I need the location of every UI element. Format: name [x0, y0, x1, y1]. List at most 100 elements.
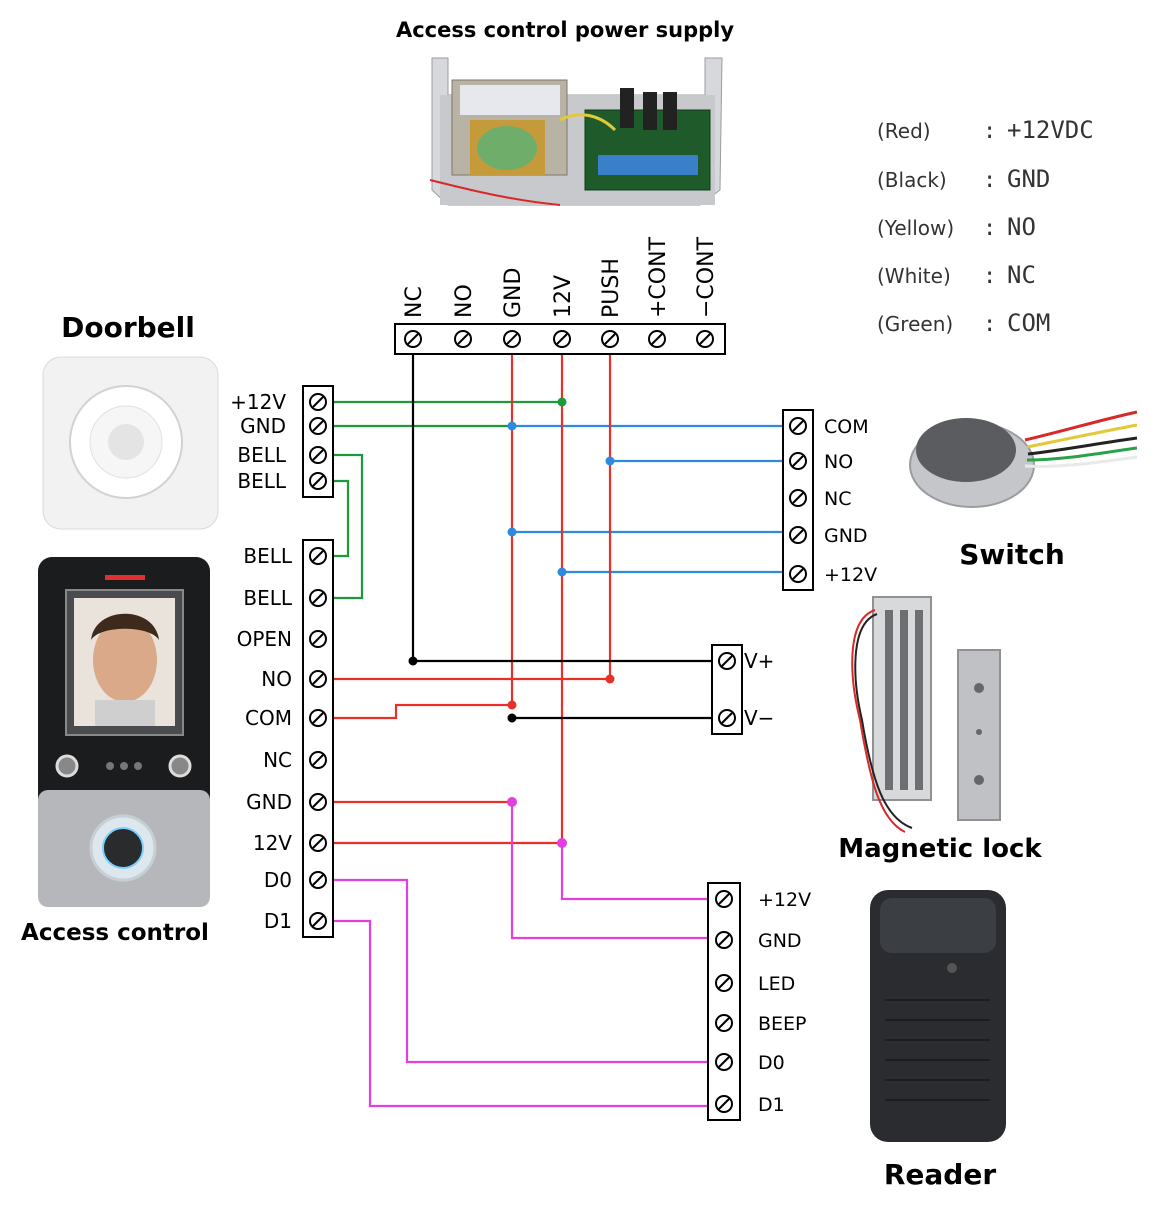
wire-ac-com — [333, 703, 512, 720]
doorbell-image — [42, 356, 219, 530]
terminal-screw — [715, 890, 733, 908]
terminal-label: D1 — [758, 1094, 785, 1116]
terminal-label: GND — [758, 930, 802, 952]
terminal-screw — [601, 330, 619, 348]
junction-dots — [408, 397, 615, 848]
terminal-label: OPEN — [237, 627, 292, 651]
terminal-label: GND — [501, 268, 526, 318]
legend-value: GND — [1007, 165, 1050, 193]
terminal-screw — [715, 1053, 733, 1071]
terminal-screw — [309, 751, 327, 769]
legend-value: NC — [1007, 261, 1036, 289]
terminal-label: LED — [758, 973, 795, 995]
terminal-label: BELL — [243, 586, 293, 610]
doorbell-title: Doorbell — [61, 311, 195, 344]
terminal-screw — [648, 330, 666, 348]
terminal-screw — [718, 709, 736, 727]
legend-separator: : — [983, 216, 996, 241]
legend-separator: : — [983, 168, 996, 193]
lock-terminal-block: V+V− — [711, 644, 774, 735]
terminal-screw — [696, 330, 714, 348]
terminal-label: V− — [744, 706, 774, 730]
terminal-label: NC — [824, 488, 851, 510]
terminal-screw — [715, 1095, 733, 1113]
power-supply-image — [429, 57, 723, 206]
terminal-label: GND — [240, 414, 286, 438]
access-control-title: Access control — [21, 920, 209, 946]
terminal-screw — [309, 446, 327, 464]
terminal-label: GND — [246, 790, 292, 814]
wire-reader-12v — [560, 843, 712, 901]
terminal-label: +12V — [824, 564, 877, 586]
wire-color-legend: (Red): +12VDC (Black): GND (Yellow): NO (White… — [877, 116, 1094, 337]
terminal-screw — [309, 709, 327, 727]
access-control-image — [38, 557, 210, 907]
terminal-label: D0 — [758, 1052, 785, 1074]
terminal-label: −CONT — [694, 236, 719, 318]
magnetic-lock-image — [851, 596, 1001, 833]
terminal-screw — [553, 330, 571, 348]
terminal-screw — [789, 452, 807, 470]
legend-separator: : — [983, 264, 996, 289]
legend-color-name: (Yellow) — [877, 216, 954, 240]
wire-bell-b — [333, 479, 350, 558]
switch-terminal-block: COM NO NC GND +12V — [782, 409, 877, 591]
power-supply-title: Access control power supply — [396, 18, 734, 42]
terminal-screw — [789, 417, 807, 435]
terminal-screw — [309, 670, 327, 688]
terminal-label: NC — [402, 286, 427, 318]
terminal-label: 12V — [253, 831, 292, 855]
terminal-screw — [309, 793, 327, 811]
terminal-label: PUSH — [599, 258, 624, 318]
terminal-screw — [503, 330, 521, 348]
terminal-label: +12V — [230, 390, 286, 414]
terminal-screw — [715, 974, 733, 992]
terminal-label: 12V — [551, 275, 576, 318]
legend-color-name: (Black) — [877, 168, 947, 192]
terminal-label: +CONT — [646, 236, 671, 318]
terminal-label: COM — [245, 706, 292, 730]
terminal-label: NO — [261, 667, 292, 691]
reader-title: Reader — [884, 1158, 996, 1191]
terminal-screw — [789, 526, 807, 544]
terminal-label: GND — [824, 525, 868, 547]
terminal-screw — [309, 834, 327, 852]
terminal-screw — [309, 630, 327, 648]
terminal-screw — [309, 912, 327, 930]
terminal-screw — [454, 330, 472, 348]
wire-reader-d0 — [333, 878, 712, 1064]
terminal-label: BELL — [237, 469, 287, 493]
legend-value: +12VDC — [1007, 116, 1094, 144]
legend-value: COM — [1007, 309, 1050, 337]
legend-separator: : — [983, 119, 996, 144]
terminal-screw — [715, 1014, 733, 1032]
terminal-label: +12V — [758, 889, 811, 911]
terminal-screw — [309, 547, 327, 565]
terminal-screw — [715, 931, 733, 949]
terminal-screw — [309, 589, 327, 607]
legend-separator: : — [983, 312, 996, 337]
terminal-label: D0 — [264, 868, 292, 892]
terminal-label: COM — [824, 416, 869, 438]
terminal-screw — [718, 652, 736, 670]
legend-color-name: (White) — [877, 264, 951, 288]
terminal-label: BEEP — [758, 1013, 807, 1035]
terminal-label: D1 — [264, 909, 292, 933]
terminal-label: BELL — [243, 544, 293, 568]
legend-value: NO — [1007, 213, 1036, 241]
switch-title: Switch — [959, 538, 1065, 571]
terminal-label: NO — [824, 451, 853, 473]
terminal-label: NC — [263, 748, 292, 772]
power-supply-terminal-block: NC NO GND 12V PUSH +CONT −CONT — [394, 236, 726, 355]
wire-bell-a — [333, 453, 364, 600]
terminal-label: NO — [452, 284, 477, 318]
terminal-screw — [309, 417, 327, 435]
switch-image — [909, 410, 1138, 508]
terminal-screw — [309, 871, 327, 889]
terminal-screw — [404, 330, 422, 348]
wire-reader-d1 — [333, 919, 712, 1108]
legend-color-name: (Red) — [877, 119, 931, 143]
